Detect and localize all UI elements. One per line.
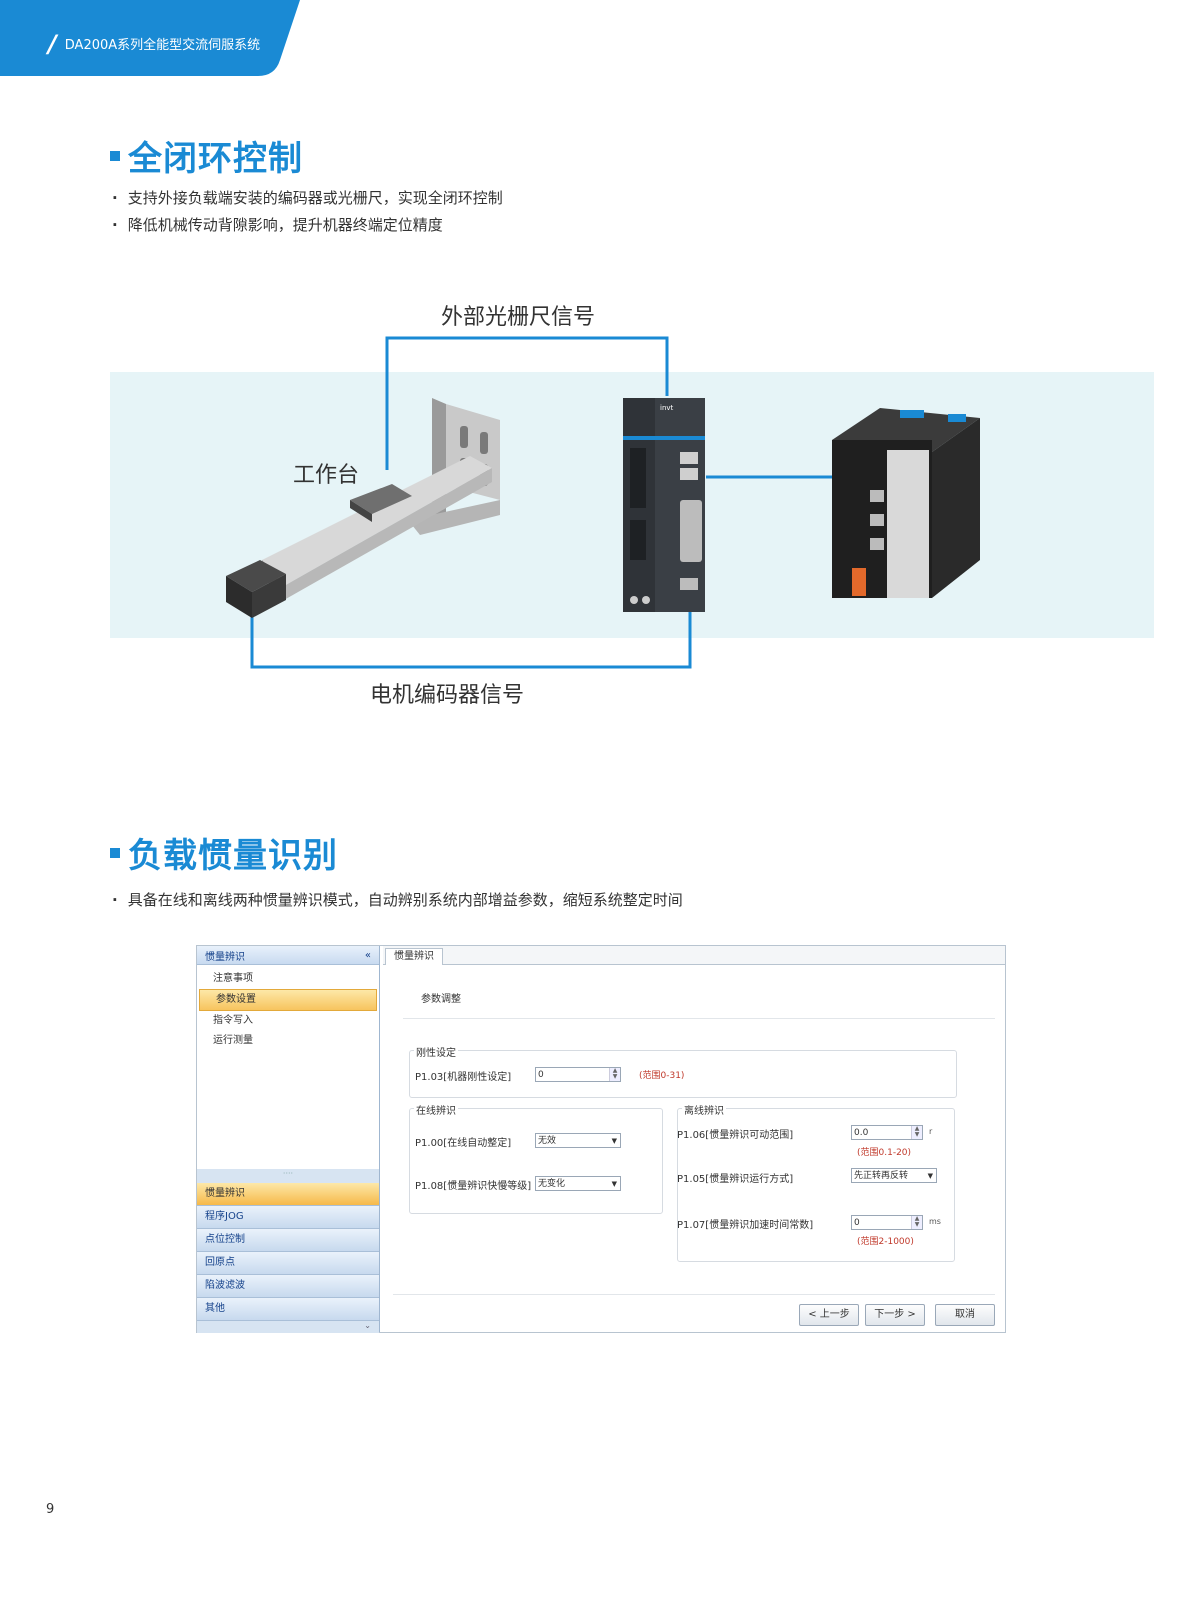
online-group: 在线辨识 bbox=[409, 1102, 663, 1214]
p107-range: (范围2-1000) bbox=[857, 1237, 914, 1247]
p103-value: 0 bbox=[538, 1070, 544, 1080]
nav-panel-header: 惯量辨识 « bbox=[197, 946, 379, 965]
nav-panel-title: 惯量辨识 bbox=[205, 951, 245, 963]
tab-bar: 惯量辨识 bbox=[383, 946, 1005, 965]
chevron-down-icon[interactable]: ⌄ bbox=[197, 1321, 379, 1333]
offline-group: 离线辨识 bbox=[677, 1102, 955, 1262]
worktable-label: 工作台 bbox=[293, 463, 360, 488]
page-number: 9 bbox=[46, 1502, 55, 1517]
header-text: / DA200A系列全能型交流伺服系统 bbox=[48, 29, 261, 58]
section1-title-text: 全闭环控制 bbox=[128, 139, 303, 179]
nav-panel: 惯量辨识 « 注意事项 参数设置 指令写入 运行测量 ···· 惯量辨识 程序J… bbox=[197, 946, 380, 1333]
p100-value: 无效 bbox=[538, 1136, 557, 1146]
tree-item-notes[interactable]: 注意事项 bbox=[213, 973, 253, 984]
encoder-signal-line bbox=[250, 610, 692, 669]
p107-unit: ms bbox=[929, 1217, 941, 1226]
p108-label: P1.08[惯量辨识快慢等级] bbox=[415, 1181, 532, 1192]
next-button[interactable]: 下一步 > bbox=[865, 1304, 925, 1326]
category-inertia[interactable]: 惯量辨识 bbox=[197, 1183, 379, 1206]
category-other[interactable]: 其他 bbox=[197, 1298, 379, 1321]
category-homing[interactable]: 回原点 bbox=[197, 1252, 379, 1275]
grating-signal-line bbox=[385, 336, 669, 470]
p103-input[interactable]: 0 ▲▼ bbox=[535, 1067, 621, 1082]
section2-title-text: 负载惯量识别 bbox=[128, 836, 338, 876]
plc-controller-icon bbox=[832, 408, 980, 598]
header-title: DA200A系列全能型交流伺服系统 bbox=[64, 38, 261, 53]
category-position-control[interactable]: 点位控制 bbox=[197, 1229, 379, 1252]
offline-group-title: 离线辨识 bbox=[682, 1102, 726, 1117]
cancel-button[interactable]: 取消 bbox=[935, 1304, 995, 1326]
rigidity-group: 刚性设定 bbox=[409, 1044, 957, 1098]
p103-range: (范围0-31) bbox=[639, 1071, 685, 1081]
collapse-icon[interactable]: « bbox=[364, 949, 371, 961]
dropdown-arrow-icon: ▼ bbox=[611, 1137, 617, 1145]
spinner-icon[interactable]: ▲▼ bbox=[609, 1068, 620, 1081]
prev-button[interactable]: < 上一步 bbox=[799, 1304, 859, 1326]
tree-item-command-write[interactable]: 指令写入 bbox=[213, 1015, 253, 1026]
section2-title: 负载惯量识别 bbox=[110, 828, 338, 877]
encoder-signal-label: 电机编码器信号 bbox=[370, 683, 525, 708]
splitter-handle[interactable]: ···· bbox=[197, 1169, 379, 1183]
header-tab: / DA200A系列全能型交流伺服系统 bbox=[0, 0, 305, 76]
p108-value: 无变化 bbox=[538, 1179, 566, 1189]
p105-value: 先正转再反转 bbox=[854, 1171, 909, 1181]
dropdown-arrow-icon: ▼ bbox=[611, 1180, 617, 1188]
p107-value: 0 bbox=[854, 1218, 860, 1228]
section2-bullet-1: 具备在线和离线两种惯量辨识模式，自动辨别系统内部增益参数，缩短系统整定时间 bbox=[112, 889, 683, 910]
tree-item-param-settings[interactable]: 参数设置 bbox=[199, 989, 377, 1011]
p106-unit: r bbox=[929, 1127, 933, 1136]
square-bullet-icon bbox=[110, 150, 120, 161]
p100-label: P1.00[在线自动整定] bbox=[415, 1138, 512, 1149]
servo-drive-icon: invt bbox=[623, 398, 705, 612]
square-bullet-icon bbox=[110, 847, 120, 858]
grating-signal-label: 外部光栅尺信号 bbox=[441, 305, 596, 330]
p106-range: (范围0.1-20) bbox=[857, 1148, 912, 1158]
divider bbox=[403, 1018, 995, 1019]
main-panel: 惯量辨识 参数调整 刚性设定 P1.03[机器刚性设定] 0 ▲▼ (范围0-3… bbox=[383, 946, 1005, 1332]
nav-tree: 注意事项 参数设置 指令写入 运行测量 bbox=[197, 965, 379, 1169]
section1-title: 全闭环控制 bbox=[110, 131, 303, 180]
rigidity-group-title: 刚性设定 bbox=[414, 1044, 458, 1059]
closed-loop-diagram: invt bbox=[226, 336, 980, 669]
dropdown-arrow-icon: ▼ bbox=[927, 1172, 933, 1180]
svg-text:invt: invt bbox=[660, 404, 674, 412]
p106-input[interactable]: 0.0 ▲▼ bbox=[851, 1125, 923, 1140]
spinner-icon[interactable]: ▲▼ bbox=[911, 1126, 922, 1139]
spinner-icon[interactable]: ▲▼ bbox=[911, 1216, 922, 1229]
divider bbox=[393, 1294, 995, 1295]
inertia-software-window: 惯量辨识 « 注意事项 参数设置 指令写入 运行测量 ···· 惯量辨识 程序J… bbox=[196, 945, 1006, 1333]
linear-stage-icon bbox=[226, 456, 492, 618]
p105-label: P1.05[惯量辨识运行方式] bbox=[677, 1174, 794, 1185]
p107-input[interactable]: 0 ▲▼ bbox=[851, 1215, 923, 1230]
p100-select[interactable]: 无效 ▼ bbox=[535, 1133, 621, 1148]
category-program-jog[interactable]: 程序JOG bbox=[197, 1206, 379, 1229]
section1-bullet-2: 降低机械传动背隙影响，提升机器终端定位精度 bbox=[112, 214, 443, 235]
p108-select[interactable]: 无变化 ▼ bbox=[535, 1176, 621, 1191]
tree-item-run-measure[interactable]: 运行测量 bbox=[213, 1035, 253, 1046]
p105-select[interactable]: 先正转再反转 ▼ bbox=[851, 1168, 937, 1183]
tab-inertia[interactable]: 惯量辨识 bbox=[385, 948, 443, 965]
p107-label: P1.07[惯量辨识加速时间常数] bbox=[677, 1220, 814, 1231]
p106-label: P1.06[惯量辨识可动范围] bbox=[677, 1130, 794, 1141]
p103-label: P1.03[机器刚性设定] bbox=[415, 1072, 512, 1083]
p106-value: 0.0 bbox=[854, 1128, 869, 1138]
section1-bullet-1: 支持外接负载端安装的编码器或光栅尺，实现全闭环控制 bbox=[112, 187, 503, 208]
header-tab-shape bbox=[0, 0, 300, 76]
slash-icon: / bbox=[48, 29, 57, 58]
online-group-title: 在线辨识 bbox=[414, 1102, 458, 1117]
category-notch-filter[interactable]: 陷波滤波 bbox=[197, 1275, 379, 1298]
param-adjust-label: 参数调整 bbox=[421, 994, 461, 1005]
